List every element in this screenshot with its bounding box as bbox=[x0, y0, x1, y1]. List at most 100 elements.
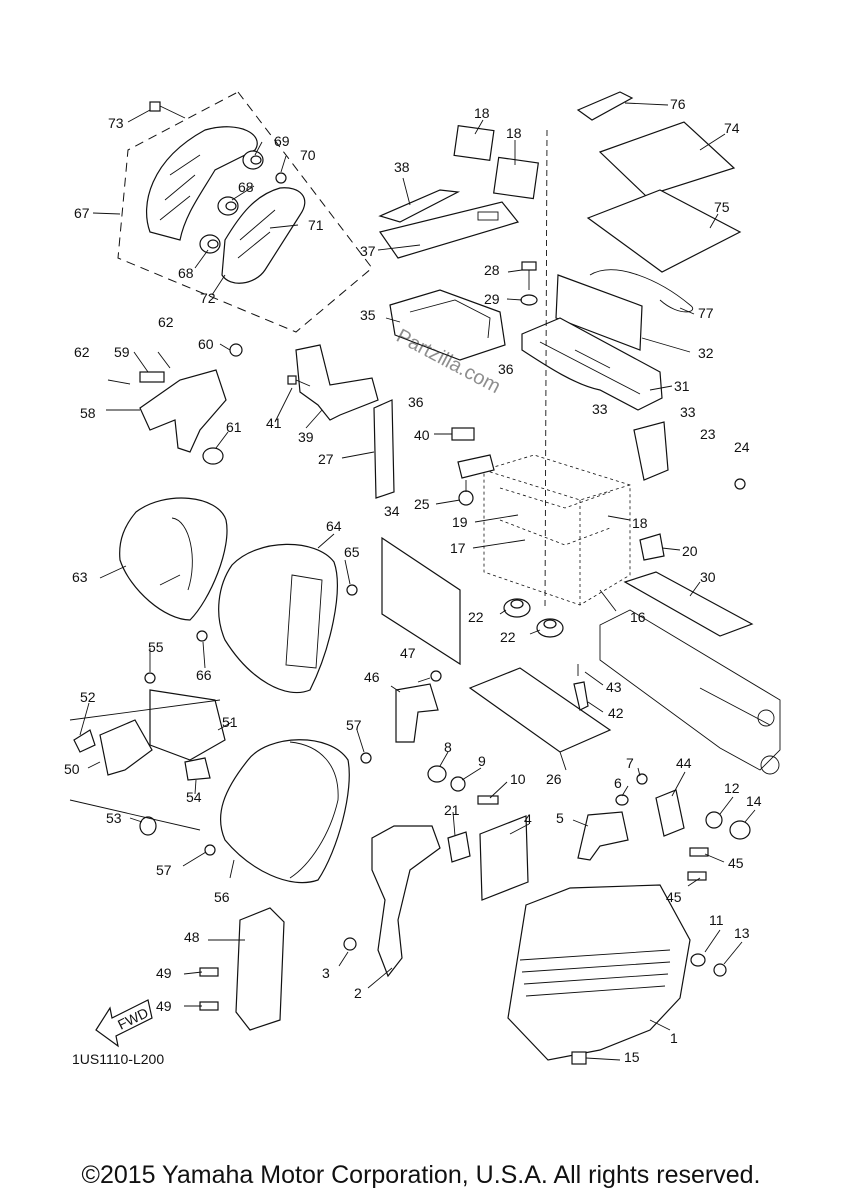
callout-55: 55 bbox=[148, 639, 164, 655]
callout-32: 32 bbox=[698, 345, 714, 361]
band-38 bbox=[378, 189, 461, 223]
callout-44: 44 bbox=[676, 755, 692, 771]
bolt-45b bbox=[687, 871, 707, 881]
callout-73: 73 bbox=[108, 115, 124, 131]
callout-21: 21 bbox=[444, 802, 460, 818]
callout-39: 39 bbox=[298, 429, 314, 445]
callout-56: 56 bbox=[214, 889, 230, 905]
callout-57b: 57 bbox=[156, 862, 172, 878]
bolt-57a bbox=[360, 752, 372, 764]
case-1 bbox=[507, 884, 691, 1061]
callout-18b: 18 bbox=[506, 125, 522, 141]
pad-59 bbox=[139, 371, 165, 383]
callout-51: 51 bbox=[222, 714, 238, 730]
bolt-65 bbox=[346, 584, 358, 596]
callout-2: 2 bbox=[354, 985, 362, 1001]
callout-58: 58 bbox=[80, 405, 96, 421]
washer-6 bbox=[615, 794, 629, 806]
callout-12: 12 bbox=[724, 780, 740, 796]
cover-71 bbox=[221, 187, 306, 284]
sheet-21 bbox=[447, 831, 471, 863]
callout-6: 6 bbox=[614, 775, 622, 791]
bracket-48 bbox=[235, 907, 285, 1031]
callout-41: 41 bbox=[266, 415, 282, 431]
grommet-68a bbox=[217, 196, 239, 216]
clip-40 bbox=[451, 427, 475, 441]
washer-11 bbox=[690, 953, 706, 967]
cover-56 bbox=[219, 739, 350, 884]
callout-74: 74 bbox=[724, 120, 740, 136]
callout-18a: 18 bbox=[474, 105, 490, 121]
callout-20: 20 bbox=[682, 543, 698, 559]
cover-63 bbox=[119, 497, 228, 621]
callout-67: 67 bbox=[74, 205, 90, 221]
callout-65: 65 bbox=[344, 544, 360, 560]
callout-31: 31 bbox=[674, 378, 690, 394]
grommet-14 bbox=[729, 820, 751, 840]
callout-40: 40 bbox=[414, 427, 430, 443]
callout-47: 47 bbox=[400, 645, 416, 661]
callout-45a: 45 bbox=[728, 855, 744, 871]
bolt-7 bbox=[636, 773, 648, 785]
callout-54: 54 bbox=[186, 789, 202, 805]
callout-22a: 22 bbox=[468, 609, 484, 625]
callout-4: 4 bbox=[524, 811, 532, 827]
clip-76 bbox=[576, 91, 634, 121]
frame bbox=[599, 609, 781, 771]
callout-labels: 1 2 3 4 5 6 7 8 9 10 11 12 13 14 15 16 1… bbox=[64, 96, 762, 1065]
clip-20 bbox=[639, 533, 665, 561]
bracket-44 bbox=[655, 789, 685, 837]
callout-62b: 62 bbox=[74, 344, 90, 360]
bolt-45a bbox=[689, 847, 709, 857]
bolt-49b bbox=[199, 1001, 219, 1011]
callout-68b: 68 bbox=[178, 265, 194, 281]
grommet-69 bbox=[242, 150, 264, 170]
sheet-32 bbox=[555, 274, 643, 351]
callout-68a: 68 bbox=[238, 179, 254, 195]
diagram-code: 1US1110-L200 bbox=[72, 1051, 164, 1067]
bracket-46 bbox=[395, 683, 439, 743]
cover-74 bbox=[598, 121, 736, 197]
bolt-41 bbox=[287, 375, 311, 387]
callout-36b: 36 bbox=[498, 361, 514, 377]
callout-28: 28 bbox=[484, 262, 500, 278]
clip-54 bbox=[184, 757, 211, 781]
bolt-55 bbox=[144, 672, 156, 684]
bolt-70 bbox=[275, 172, 287, 184]
sheet-26 bbox=[468, 667, 612, 753]
bolt-13 bbox=[713, 963, 727, 977]
bracket-50 bbox=[99, 719, 153, 776]
callout-62a: 62 bbox=[158, 314, 174, 330]
callout-22b: 22 bbox=[500, 629, 516, 645]
callout-75: 75 bbox=[714, 199, 730, 215]
callout-76: 76 bbox=[670, 96, 686, 112]
bolt-62b bbox=[157, 351, 171, 369]
callout-19: 19 bbox=[452, 514, 468, 530]
collar-12 bbox=[705, 811, 723, 829]
callout-30: 30 bbox=[700, 569, 716, 585]
cover-64 bbox=[218, 543, 338, 694]
bolt-49a bbox=[199, 967, 219, 977]
callout-26: 26 bbox=[546, 771, 562, 787]
battery-box-16 bbox=[483, 454, 631, 606]
callout-50: 50 bbox=[64, 761, 80, 777]
callout-11: 11 bbox=[709, 912, 724, 928]
callout-13: 13 bbox=[734, 925, 750, 941]
bracket-51 bbox=[149, 689, 226, 761]
callout-36a: 36 bbox=[408, 394, 424, 410]
callout-7: 7 bbox=[626, 755, 634, 771]
callout-77: 77 bbox=[698, 305, 714, 321]
copyright-footer: ©2015 Yamaha Motor Corporation, U.S.A. A… bbox=[81, 1161, 761, 1189]
callout-46: 46 bbox=[364, 669, 380, 685]
bracket-23 bbox=[633, 421, 669, 481]
damper-22b bbox=[536, 618, 564, 638]
callout-53: 53 bbox=[106, 810, 122, 826]
cover-75 bbox=[586, 189, 742, 273]
callout-1: 1 bbox=[670, 1030, 678, 1046]
grommet-68b bbox=[199, 234, 221, 254]
sheet-4 bbox=[479, 815, 529, 901]
callout-8: 8 bbox=[444, 739, 452, 755]
callout-9: 9 bbox=[478, 753, 486, 769]
bolt-10 bbox=[477, 795, 499, 805]
bracket-52 bbox=[73, 729, 96, 753]
